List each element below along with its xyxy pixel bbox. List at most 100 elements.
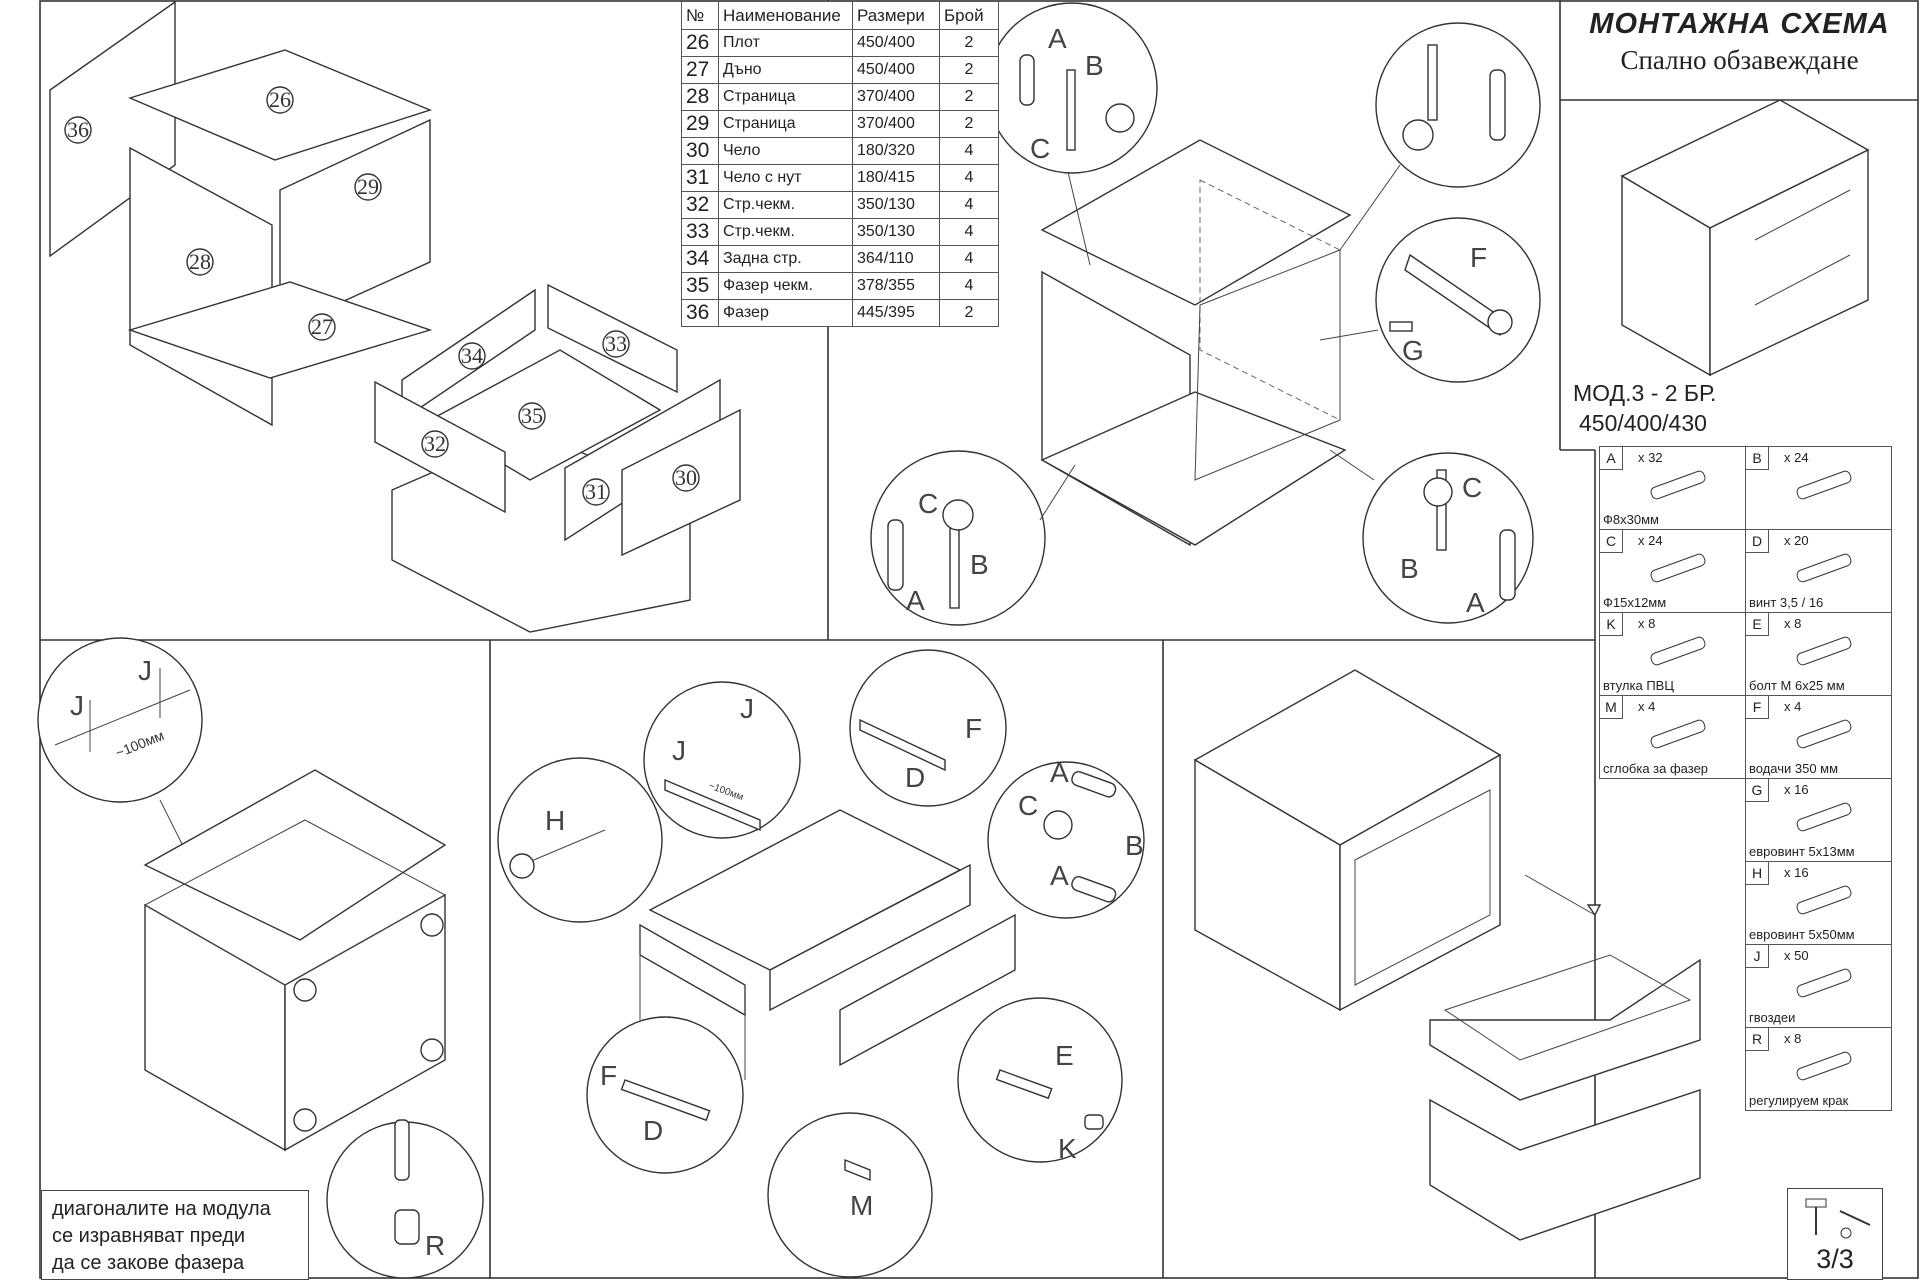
- detail-circle-m: [767, 1112, 933, 1278]
- diagonal-note: диагоналите на модула се изравняват пред…: [41, 1190, 309, 1280]
- letter-f: F: [600, 1060, 617, 1091]
- letter-j: J: [70, 690, 84, 721]
- cam-lock-icon: [1043, 810, 1073, 840]
- letter-f: F: [1470, 242, 1487, 273]
- exploded-carcass-view: 26 27 28 29 36 30 31 32 33 34 35: [49, 0, 741, 633]
- hardware-desc: Ф8х30мм: [1603, 512, 1659, 527]
- letter-d: D: [905, 762, 925, 793]
- hardware-desc: евровинт 5х50мм: [1749, 927, 1855, 942]
- hardware-code: H: [1746, 862, 1769, 885]
- hardware-qty: x 4: [1638, 699, 1656, 714]
- pvc-insert-icon: [1650, 636, 1706, 666]
- col-size: Размери: [852, 1, 940, 30]
- euro-screw-long-icon: [1796, 885, 1852, 915]
- back-panel-nailing-view: ~100мм J J R: [37, 637, 484, 1279]
- hardware-code: K: [1600, 613, 1623, 636]
- hardware-qty: x 16: [1784, 782, 1809, 797]
- letter-h: H: [545, 805, 565, 836]
- letter-c: C: [1462, 472, 1482, 503]
- hardware-code: R: [1746, 1028, 1769, 1051]
- carcass-assembly-view: A B C F G C B A C B A: [870, 2, 1541, 626]
- drawer-slide-icon: [620, 1079, 711, 1122]
- part-number-circle: [421, 430, 449, 458]
- hardware-qty: x 24: [1638, 533, 1663, 548]
- hardware-code: C: [1600, 530, 1623, 553]
- letter-m: M: [850, 1190, 873, 1221]
- bottom-panel: [1040, 391, 1347, 546]
- part-number-circle: [582, 478, 610, 506]
- letter-a: A: [1048, 23, 1067, 54]
- hardware-desc: сглобка за фазер: [1603, 761, 1709, 776]
- hardware-qty: x 50: [1784, 948, 1809, 963]
- letter-a: A: [1466, 587, 1485, 618]
- letter-r: R: [425, 1230, 445, 1261]
- label-33: 33: [605, 331, 627, 356]
- confirmat-screw-icon: [1066, 69, 1076, 151]
- model-info: МОД.3 - 2 БР. 450/400/430: [1573, 378, 1716, 438]
- page-title: МОНТАЖНА СХЕМА: [1589, 8, 1890, 40]
- cam-lock-icon: [1650, 553, 1706, 583]
- part-number-circle: [458, 342, 486, 370]
- dowel-icon: [1499, 529, 1516, 601]
- hardware-desc: втулка ПВЦ: [1603, 678, 1674, 693]
- euro-screw-short-icon: [1389, 321, 1413, 332]
- hardware-desc: регулируем крак: [1749, 1093, 1849, 1108]
- letter-b: B: [970, 549, 989, 580]
- part-number-circle: [672, 464, 700, 492]
- hardware-code: B: [1746, 447, 1769, 470]
- hardware-qty: x 16: [1784, 865, 1809, 880]
- parts-table-header: № Наименование Размери Брой: [681, 1, 999, 30]
- hardware-desc: евровинт 5х13мм: [1749, 844, 1855, 859]
- confirmat-screw-icon: [1436, 469, 1447, 551]
- corner-joint-icon: [844, 1158, 871, 1182]
- note-line: диагоналите на модула: [52, 1198, 271, 1220]
- detail-circle-top-right: [1375, 22, 1541, 188]
- title-block: МОНТАЖНА СХЕМА Спално обзавеждане: [1562, 2, 1917, 76]
- bolt-icon: [1796, 636, 1852, 666]
- letter-f: F: [965, 713, 982, 744]
- dowel-icon: [1071, 770, 1117, 798]
- panel-36: [49, 0, 176, 258]
- label-26: 26: [269, 87, 291, 112]
- hardware-desc: винт 3,5 / 16: [1749, 595, 1824, 610]
- letter-d: D: [643, 1115, 663, 1146]
- label-32: 32: [424, 431, 446, 456]
- letter-j: J: [672, 735, 686, 766]
- letter-c: C: [1030, 133, 1050, 164]
- drawer-slide-icon: [1404, 253, 1506, 337]
- part-number-circle: [518, 402, 546, 430]
- hardware-code: M: [1600, 696, 1623, 719]
- hardware-qty: x 8: [1784, 616, 1802, 631]
- bolt-icon: [995, 1069, 1053, 1100]
- label-36: 36: [67, 117, 89, 142]
- panel-29: [279, 118, 431, 332]
- hardware-desc: Ф15х12мм: [1603, 595, 1667, 610]
- letter-a: A: [906, 585, 925, 616]
- hardware-code: D: [1746, 530, 1769, 553]
- drawer-front-outer: [839, 913, 1016, 1067]
- detail-circle-d-f: [849, 649, 1007, 807]
- label-29: 29: [357, 174, 379, 199]
- part-number-circle: [64, 116, 92, 144]
- pvc-insert-icon: [1084, 1114, 1104, 1130]
- note-line: да се закове фазера: [52, 1252, 245, 1274]
- dowel-icon: [1019, 54, 1035, 106]
- dowel-icon: [1489, 69, 1506, 141]
- detail-circle-bottom-right: [1362, 452, 1534, 624]
- nail-detail-circle: [37, 637, 203, 803]
- letter-j: J: [138, 655, 152, 686]
- drawer-front-inner: [769, 863, 971, 1012]
- top-panel: [1040, 139, 1352, 306]
- euro-screw-short-icon: [1796, 802, 1852, 832]
- hardware-desc: гвоздеи: [1749, 1010, 1796, 1025]
- label-31: 31: [585, 479, 607, 504]
